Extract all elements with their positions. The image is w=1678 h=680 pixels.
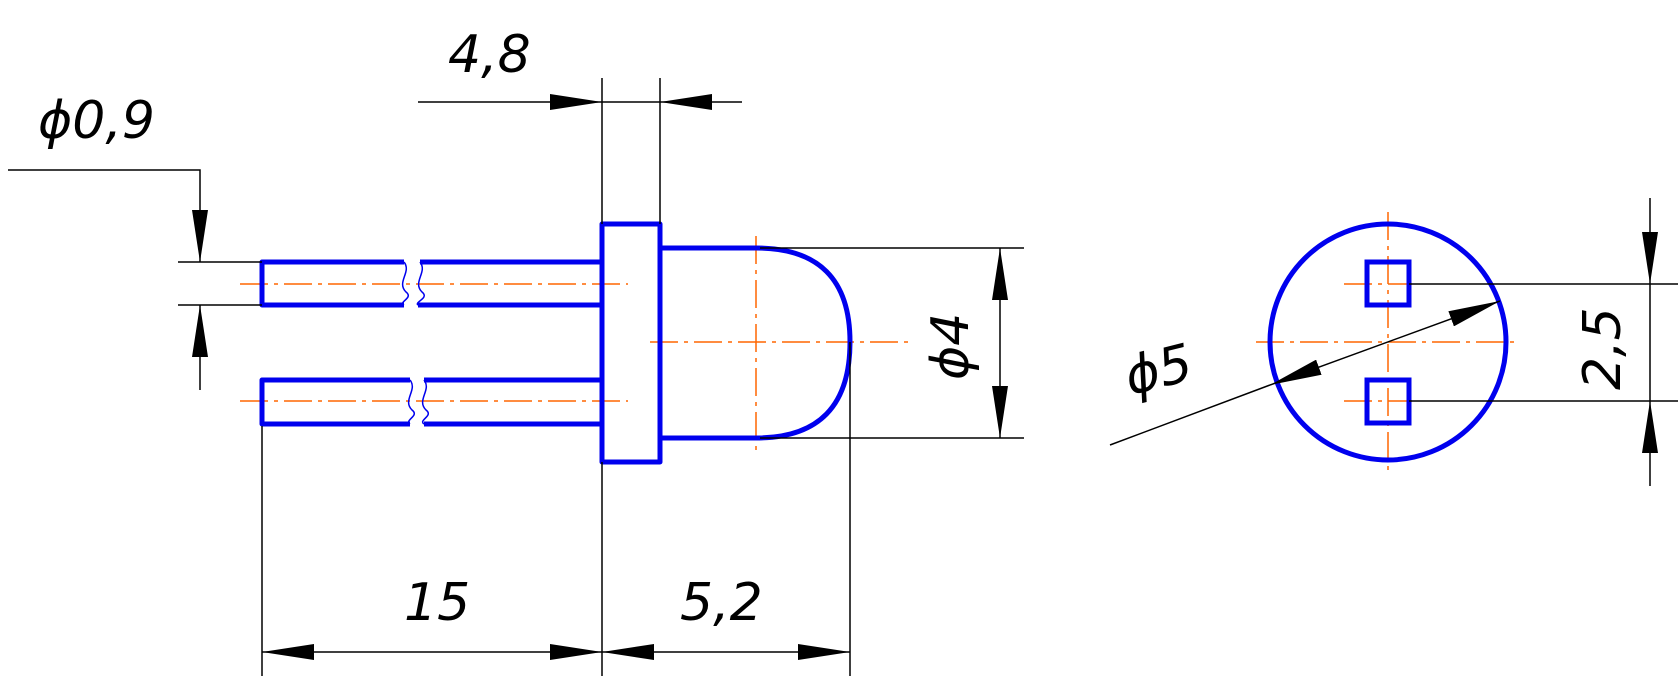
upper-lead-break-right (416, 261, 425, 306)
side-view: 4,8 ϕ0,9 15 5,2 ϕ4 (8, 25, 1024, 676)
side-view-centerlines (240, 236, 910, 452)
flange-diameter-leader (1109, 384, 1271, 446)
lead-length-label: 15 (404, 573, 470, 633)
flange-diameter-dimension (1269, 300, 1501, 386)
end-view: ϕ5 2,5 (1109, 198, 1678, 486)
dome-body (660, 245, 853, 441)
side-view-extension-lines (178, 78, 1024, 676)
side-view-dimension-lines (8, 94, 1008, 660)
body-diameter-label: ϕ4 (921, 313, 981, 380)
upper-lead (259, 259, 602, 308)
lower-lead-break-right (421, 379, 429, 425)
end-view-centerlines (1256, 212, 1516, 474)
end-view-extension-lines (1409, 283, 1678, 402)
upper-lead-break-left (401, 261, 409, 306)
flange (599, 221, 663, 465)
lead-diameter-label: ϕ0,9 (38, 91, 155, 151)
lower-lead (259, 377, 602, 427)
end-view-dimension-lines (1109, 198, 1658, 486)
lead-diameter-leader (8, 169, 208, 262)
body-length-label: 5,2 (680, 573, 763, 633)
lower-lead-break-left (407, 379, 415, 425)
side-view-outline (259, 221, 853, 465)
pin-spacing-label: 2,5 (1573, 307, 1633, 390)
flange-thickness-label: 4,8 (448, 25, 531, 85)
flange-diameter-label: ϕ5 (1119, 333, 1199, 408)
